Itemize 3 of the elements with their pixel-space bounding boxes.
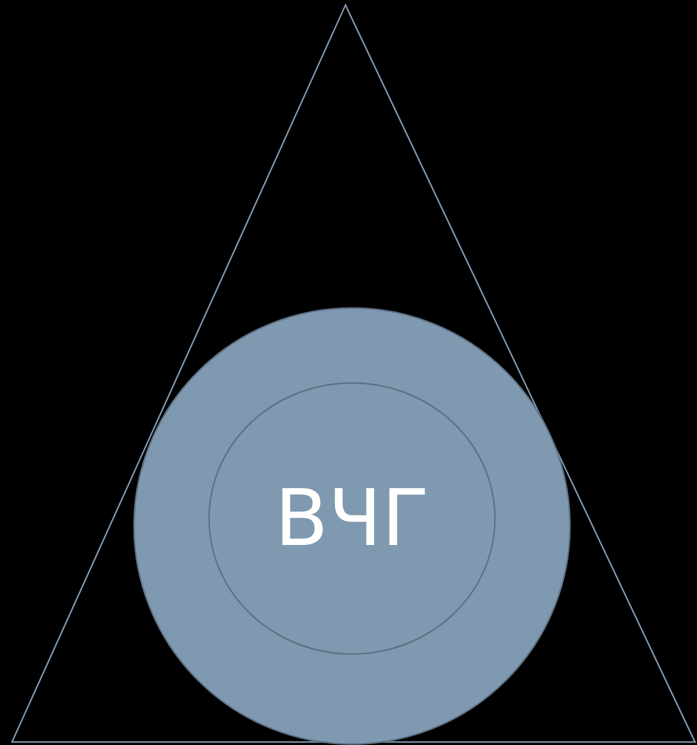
- circle-shape: [133, 307, 571, 745]
- center-label: ВЧГ: [274, 480, 430, 558]
- ellipse-shape: [208, 382, 496, 655]
